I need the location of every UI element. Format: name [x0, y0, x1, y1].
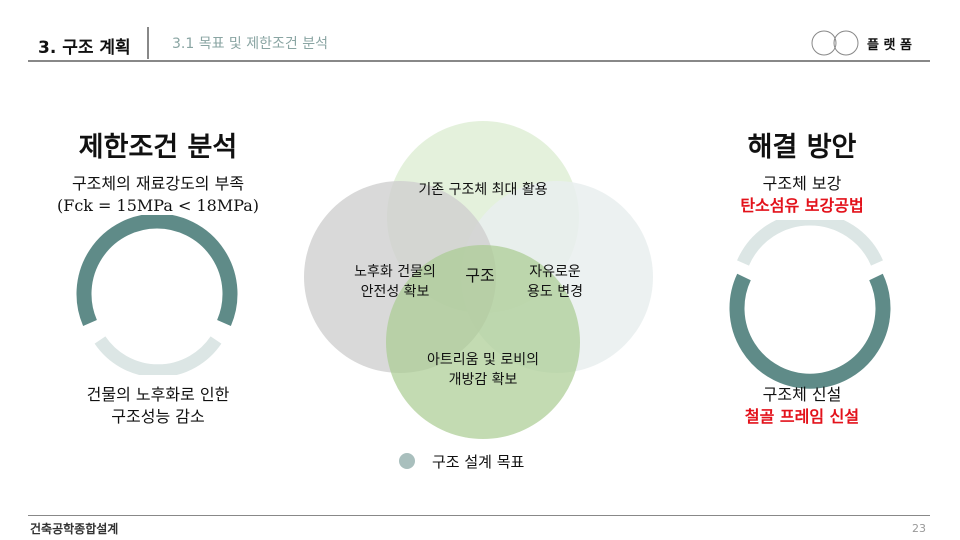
constraint-ring-icon: [76, 215, 238, 375]
solutions-title: 해결 방안: [747, 132, 857, 163]
venn-center-label: 구조: [465, 266, 495, 285]
section-title: 3. 구조 계획: [38, 38, 131, 58]
constraint-formula: (Fck = 15MPa < 18MPa): [56, 196, 260, 215]
footer-rule: [28, 515, 930, 516]
venn-circle-bottom: [386, 245, 580, 439]
header-divider: [147, 27, 149, 59]
legend-label: 구조 설계 목표: [432, 453, 525, 471]
venn-left-label-2: 안전성 확보: [360, 284, 430, 300]
constraint-bottom-1: 건물의 노후화로 인한: [86, 385, 230, 404]
solution-top-1: 구조체 보강: [762, 174, 842, 193]
venn-right-label-1: 자유로운: [529, 264, 581, 280]
venn-right-label-2: 용도 변경: [527, 284, 583, 300]
venn-top-label: 기존 구조체 최대 활용: [418, 182, 548, 198]
constraint-bottom-2: 구조성능 감소: [111, 407, 205, 426]
subsection-title: 3.1 목표 및 제한조건 분석: [172, 36, 328, 52]
page-number: 23: [912, 522, 926, 535]
venn-bottom-label-1: 아트리움 및 로비의: [427, 352, 539, 368]
brand-logo-icon: [811, 30, 859, 56]
solution-bottom-1: 구조체 신설: [762, 385, 842, 404]
solution-ring-icon: [729, 220, 891, 389]
solution-bottom-2: 철골 프레임 신설: [744, 407, 860, 426]
venn-left-label-1: 노후화 건물의: [354, 264, 436, 280]
constraints-title: 제한조건 분석: [78, 132, 238, 163]
brand-name: 플 랫 폼: [867, 38, 912, 53]
constraint-text: 구조체의 재료강도의 부족: [71, 174, 245, 193]
solution-top-2: 탄소섬유 보강공법: [740, 196, 864, 215]
legend-dot-icon: [399, 453, 415, 469]
course-name: 건축공학종합설계: [30, 522, 119, 536]
venn-diagram: [304, 121, 653, 439]
venn-bottom-label-2: 개방감 확보: [448, 372, 518, 388]
header-rule: [28, 60, 930, 62]
